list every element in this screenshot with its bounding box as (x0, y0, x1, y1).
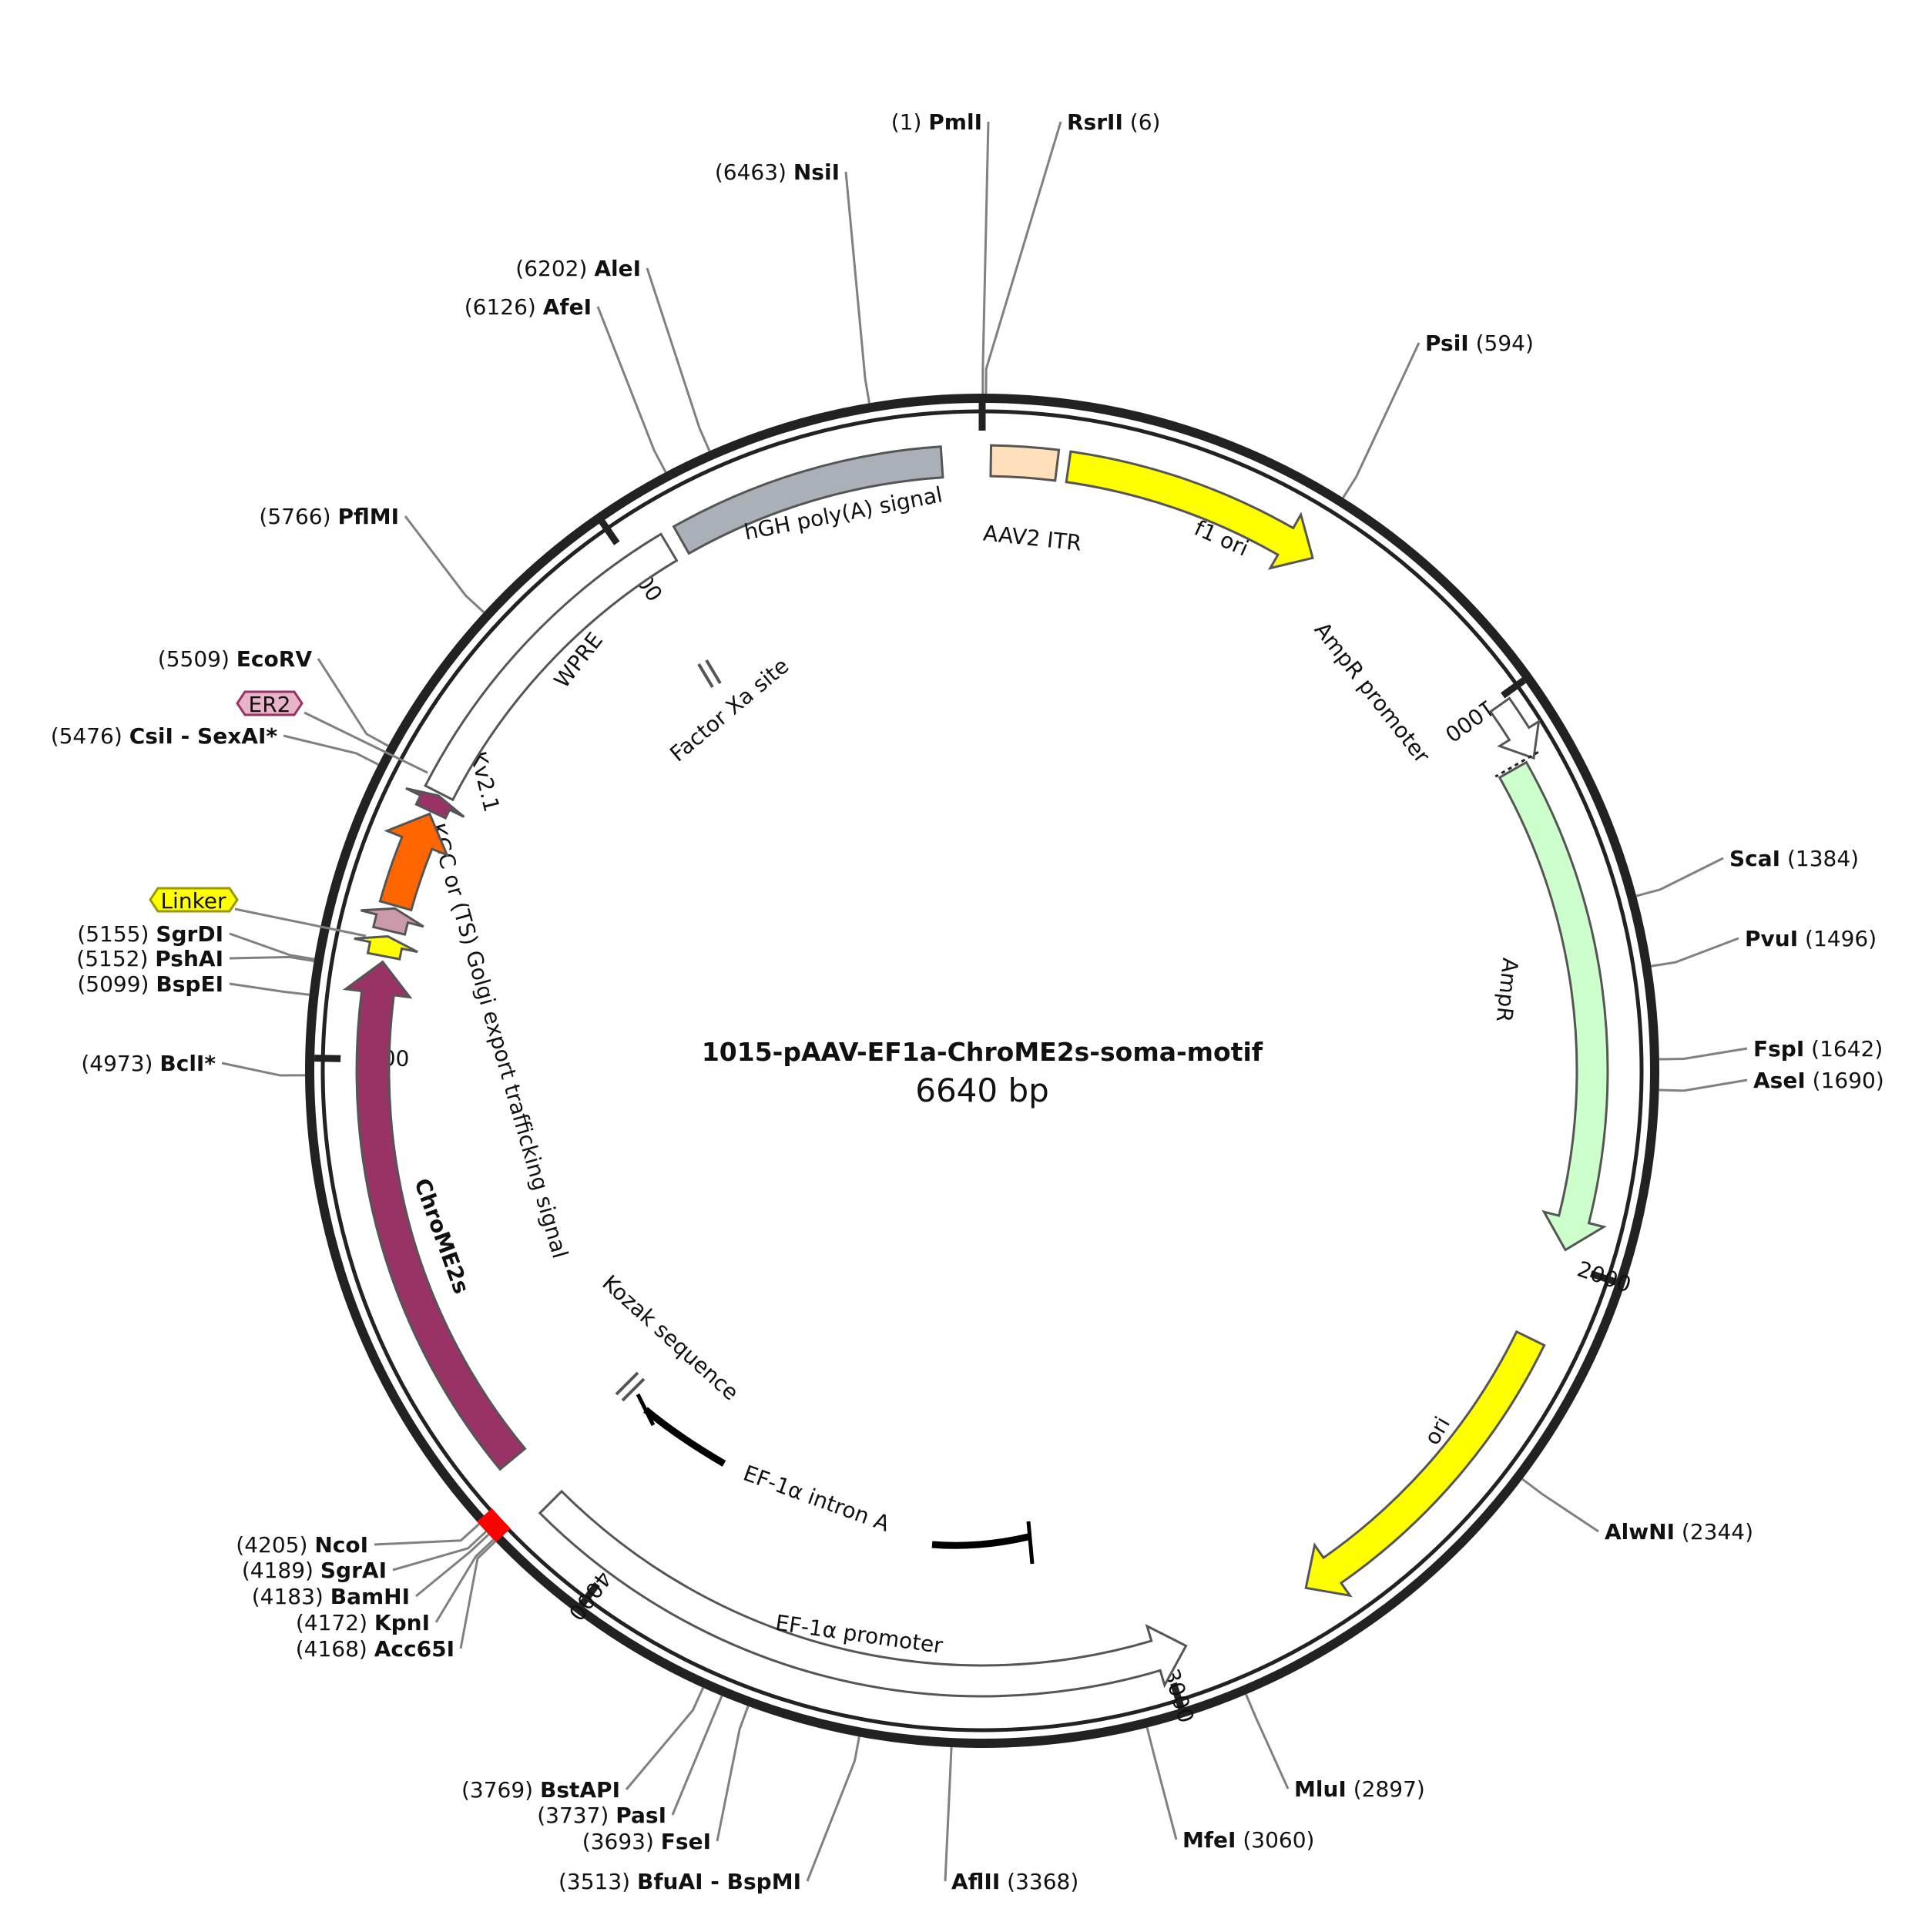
site-label-ncoi: (4205) NcoI (236, 1532, 368, 1558)
site-nsii: (6463) NsiI (715, 159, 870, 404)
site-pflmi: (5766) PflMI (259, 504, 485, 613)
linker-badge-label: Linker (160, 888, 226, 914)
ef1a-intron-a-label: EF-1α intron A (740, 1461, 894, 1537)
mcs-marker (477, 1508, 511, 1543)
site-label-alwni: AlwNI (2344) (1605, 1519, 1753, 1545)
site-label-pflmi: (5766) PflMI (259, 504, 399, 529)
site-bcli: (4973) BclI* (81, 1051, 306, 1077)
site-label-asei: AseI (1690) (1753, 1068, 1884, 1093)
site-label-scai: ScaI (1384) (1729, 846, 1859, 871)
feature-aav2-itr: AAV2 ITR (982, 444, 1083, 556)
site-sgrai: (4189) SgrAI (242, 1531, 487, 1583)
site-ncoi: (4205) NcoI (236, 1523, 480, 1558)
tick-4000 (579, 1582, 600, 1608)
factor-xa-site-label: Factor Xa site (665, 653, 793, 767)
site-label-pshai: (5152) PshAI (76, 946, 223, 971)
site-label-bamhi: (4183) BamHI (252, 1584, 410, 1609)
site-acc65i: (4168) Acc65I (296, 1540, 496, 1662)
feature-label-ampr-promoter: AmpR promoter (1310, 617, 1435, 768)
tick-3000 (1170, 1682, 1185, 1709)
site-label-pasi: (3737) PasI (537, 1803, 666, 1828)
site-label-bstapi: (3769) BstAPI (461, 1777, 620, 1803)
site-psii: PsiI (594) (1342, 330, 1534, 499)
feature-label-aav2-itr: AAV2 ITR (982, 520, 1083, 555)
site-pmli: (1) PmlI (891, 109, 990, 394)
tick-6000 (599, 519, 620, 545)
feature-ampr: AmpR (1491, 760, 1609, 1252)
ampr-dashed-separator (1494, 750, 1539, 778)
site-label-pmli: (1) PmlI (891, 109, 982, 135)
site-bfuai-bspmi: (3513) BfuAI - BspMI (558, 1736, 860, 1894)
site-asei: AseI (1690) (1659, 1068, 1884, 1093)
site-label-mfei: MfeI (3060) (1182, 1827, 1314, 1853)
site-pasi: (3737) PasI (537, 1695, 723, 1828)
linker-badge: Linker (149, 887, 367, 938)
site-label-mlui: MluI (2897) (1294, 1776, 1425, 1802)
site-sgrdi: (5155) SgrDI (77, 921, 315, 961)
site-bamhi: (4183) BamHI (252, 1533, 490, 1609)
site-label-fsei: (3693) FseI (582, 1829, 711, 1854)
site-label-fspi: FspI (1642) (1753, 1036, 1883, 1062)
tick-1000 (1501, 677, 1526, 699)
factor-xa-site-mark (697, 659, 722, 689)
kozak-sequence-mark (615, 1371, 646, 1402)
site-label-bcli: (4973) BclI* (81, 1051, 216, 1076)
site-label-ecorv: (5509) EcoRV (158, 646, 313, 672)
site-aflii: AflII (3368) (944, 1747, 1078, 1894)
site-mlui: MluI (2897) (1245, 1693, 1425, 1802)
site-label-csii-sexai: (5476) CsiI - SexAI* (51, 723, 278, 749)
site-label-nsii: (6463) NsiI (715, 159, 840, 185)
site-scai: ScaI (1384) (1635, 846, 1859, 897)
site-kpni: (4172) KpnI (296, 1538, 495, 1635)
site-fsei: (3693) FseI (582, 1706, 750, 1854)
tick-5000 (314, 1055, 341, 1062)
site-pvui: PvuI (1496) (1651, 926, 1877, 968)
feature-hgh-poly-a-signal: hGH poly(A) signal (672, 445, 944, 555)
site-label-acc65i: (4168) Acc65I (296, 1636, 454, 1662)
site-afei: (6126) AfeI (465, 294, 667, 473)
feature-er2 (405, 787, 465, 820)
feature-ori: ori (1304, 1330, 1546, 1598)
er2-badge: ER2 (236, 690, 428, 774)
site-csii-sexai: (5476) CsiI - SexAI* (51, 723, 379, 766)
site-label-rsrii: RsrII (6) (1067, 109, 1160, 135)
restriction-sites: (1) PmlI RsrII (6) PsiI (594) ScaI (1384) Pv… (51, 109, 1884, 1894)
site-label-bspei: (5099) BspEI (77, 971, 223, 997)
er2-badge-label: ER2 (249, 692, 291, 717)
kozak-sequence-label: Kozak sequence (597, 1270, 743, 1406)
ef1a-intron-a-mark (636, 1393, 1035, 1565)
plasmid-length: 6640 bp (915, 1072, 1049, 1109)
feature-f1-ori: f1 ori (1065, 450, 1314, 570)
site-alwni: AlwNI (2344) (1521, 1478, 1753, 1545)
site-bspei: (5099) BspEI (77, 971, 310, 997)
site-label-sgrdi: (5155) SgrDI (77, 921, 223, 947)
feature-label-ampr: AmpR (1491, 957, 1524, 1024)
plasmid-name: 1015-pAAV-EF1a-ChroME2s-soma-motif (702, 1037, 1263, 1067)
mcs-red-band (477, 1508, 511, 1543)
site-label-bfuai-bspmi: (3513) BfuAI - BspMI (558, 1869, 801, 1894)
site-mfei: MfeI (3060) (1145, 1727, 1314, 1853)
site-label-afei: (6126) AfeI (465, 294, 592, 320)
site-bstapi: (3769) BstAPI (461, 1687, 705, 1803)
tick-label-1000: 1000 (1441, 694, 1500, 746)
site-label-pvui: PvuI (1496) (1745, 926, 1877, 951)
tick-2000 (1589, 1270, 1617, 1286)
site-label-kpni: (4172) KpnI (296, 1610, 430, 1635)
site-fspi: FspI (1642) (1659, 1036, 1883, 1062)
feature-linker (361, 907, 424, 936)
site-rsrii: RsrII (6) (984, 109, 1160, 394)
site-label-alei: (6202) AleI (515, 256, 641, 281)
site-label-aflii: AflII (3368) (951, 1869, 1078, 1894)
site-pshai: (5152) PshAI (76, 946, 314, 971)
backbone-outer-ring (305, 394, 1659, 1748)
site-label-psii: PsiI (594) (1425, 330, 1534, 356)
site-ecorv: (5509) EcoRV (158, 646, 389, 747)
site-label-sgrai: (4189) SgrAI (242, 1558, 387, 1583)
feature-label-kgc-or-ts-golgi-export-trafficking-signal: KGC or (TS) Golgi export trafficking sig… (424, 820, 573, 1261)
site-alei: (6202) AleI (515, 256, 711, 452)
